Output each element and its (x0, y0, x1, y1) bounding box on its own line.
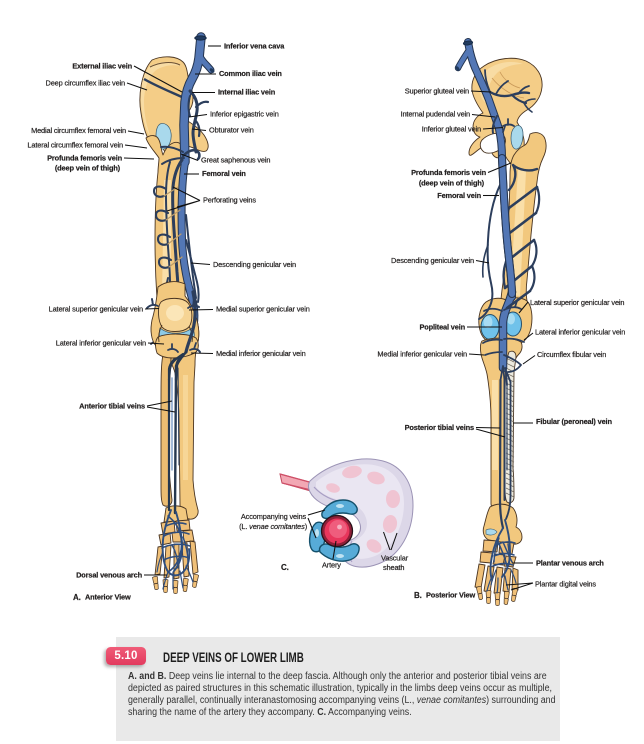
svg-text:External iliac vein: External iliac vein (72, 62, 132, 71)
svg-text:Descending genicular vein: Descending genicular vein (213, 260, 296, 269)
svg-text:Posterior View: Posterior View (426, 591, 476, 600)
svg-text:Lateral circumflex femoral vei: Lateral circumflex femoral vein (27, 141, 123, 150)
svg-text:Internal pudendal vein: Internal pudendal vein (401, 110, 470, 119)
svg-text:Anterior View: Anterior View (85, 593, 131, 602)
svg-text:Obturator vein: Obturator vein (209, 126, 254, 135)
svg-text:Medial inferior genicular vein: Medial inferior genicular vein (377, 350, 467, 359)
svg-text:(deep vein of thigh): (deep vein of thigh) (419, 179, 485, 188)
svg-text:Lateral inferior genicular vei: Lateral inferior genicular vein (56, 339, 146, 348)
svg-text:Plantar venous arch: Plantar venous arch (536, 559, 604, 568)
svg-text:Circumflex fibular vein: Circumflex fibular vein (537, 350, 606, 359)
svg-text:Superior gluteal vein: Superior gluteal vein (405, 87, 469, 96)
svg-text:Medial inferior genicular vein: Medial inferior genicular vein (216, 349, 306, 358)
svg-text:Medial superior genicular vein: Medial superior genicular vein (216, 305, 310, 314)
svg-text:Lateral inferior genicular vei: Lateral inferior genicular vein (535, 328, 625, 337)
svg-text:Descending genicular vein: Descending genicular vein (391, 256, 474, 265)
svg-text:Great saphenous vein: Great saphenous vein (201, 156, 270, 165)
svg-text:Fibular (peroneal) vein: Fibular (peroneal) vein (536, 417, 612, 426)
svg-text:B.: B. (414, 591, 422, 600)
svg-text:Artery: Artery (322, 561, 341, 570)
svg-text:Inferior epigastric vein: Inferior epigastric vein (210, 110, 279, 119)
svg-text:Dorsal venous arch: Dorsal venous arch (76, 571, 143, 580)
svg-text:Vascular: Vascular (381, 554, 409, 563)
svg-text:Deep circumflex iliac vein: Deep circumflex iliac vein (46, 79, 126, 88)
svg-text:Lateral superior genicular vei: Lateral superior genicular vein (530, 298, 624, 307)
svg-text:Profunda femoris vein: Profunda femoris vein (47, 154, 123, 163)
svg-text:Internal iliac vein: Internal iliac vein (218, 88, 276, 97)
svg-text:Accompanying veins: Accompanying veins (241, 512, 307, 521)
svg-text:Plantar digital veins: Plantar digital veins (535, 580, 596, 589)
svg-text:Posterior tibial veins: Posterior tibial veins (405, 423, 474, 432)
svg-text:Medial circumflex femoral vein: Medial circumflex femoral vein (31, 126, 126, 135)
svg-text:Inferior gluteal vein: Inferior gluteal vein (422, 125, 481, 134)
svg-text:(deep vein of thigh): (deep vein of thigh) (55, 164, 121, 173)
svg-text:A.: A. (73, 593, 81, 602)
svg-text:Perforating veins: Perforating veins (203, 196, 256, 205)
svg-text:Popliteal vein: Popliteal vein (419, 323, 465, 332)
svg-text:Profunda femoris vein: Profunda femoris vein (411, 168, 487, 177)
svg-text:Common iliac vein: Common iliac vein (219, 69, 282, 78)
svg-text:Inferior vena cava: Inferior vena cava (224, 42, 285, 51)
svg-text:Lateral superior genicular vei: Lateral superior genicular vein (49, 305, 143, 314)
svg-text:C.: C. (281, 563, 289, 572)
svg-text:Femoral vein: Femoral vein (202, 169, 246, 178)
svg-text:(L. venae comitantes): (L. venae comitantes) (239, 522, 307, 531)
svg-text:Anterior tibial veins: Anterior tibial veins (79, 402, 145, 411)
svg-text:Femoral vein: Femoral vein (437, 191, 481, 200)
svg-text:sheath: sheath (383, 563, 404, 572)
